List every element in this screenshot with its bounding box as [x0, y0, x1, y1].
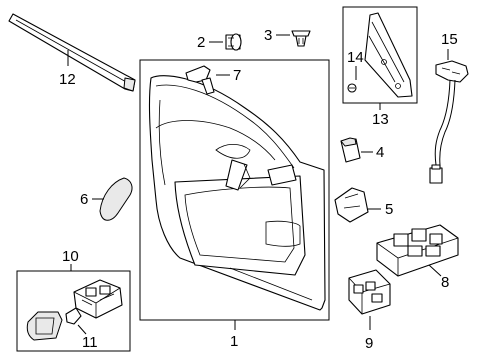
wiring-harness	[429, 60, 469, 184]
callout-4: 4	[376, 144, 384, 161]
retainer-clip	[291, 30, 311, 47]
callout-12: 12	[59, 71, 76, 88]
mirror-bracket	[364, 12, 413, 98]
callout-3: 3	[264, 27, 272, 44]
small-clip	[65, 307, 82, 325]
callout-13: 13	[372, 111, 389, 128]
push-clip	[225, 33, 242, 51]
panel-clip	[185, 65, 215, 95]
callout-7: 7	[233, 67, 241, 84]
callout-14: 14	[347, 49, 364, 66]
door-trim-panel	[148, 75, 326, 311]
part-10-group-box	[16, 270, 131, 352]
weatherstrip-molding	[8, 13, 136, 92]
switch-bracket	[334, 187, 369, 223]
callout-1: 1	[230, 333, 238, 350]
callout-8: 8	[441, 274, 449, 291]
inner-handle-assembly	[73, 279, 123, 319]
door-switch	[348, 269, 391, 315]
callout-2: 2	[197, 34, 205, 51]
callout-5: 5	[385, 201, 393, 218]
callout-10: 10	[62, 248, 79, 265]
callout-9: 9	[365, 335, 373, 352]
callout-15: 15	[441, 31, 458, 48]
handle-bezel	[26, 311, 63, 341]
sound-pad	[99, 177, 133, 221]
callout-6: 6	[80, 191, 88, 208]
window-switch	[376, 224, 459, 277]
screw	[347, 83, 357, 93]
trim-clip	[340, 137, 361, 163]
callout-11: 11	[82, 334, 98, 351]
